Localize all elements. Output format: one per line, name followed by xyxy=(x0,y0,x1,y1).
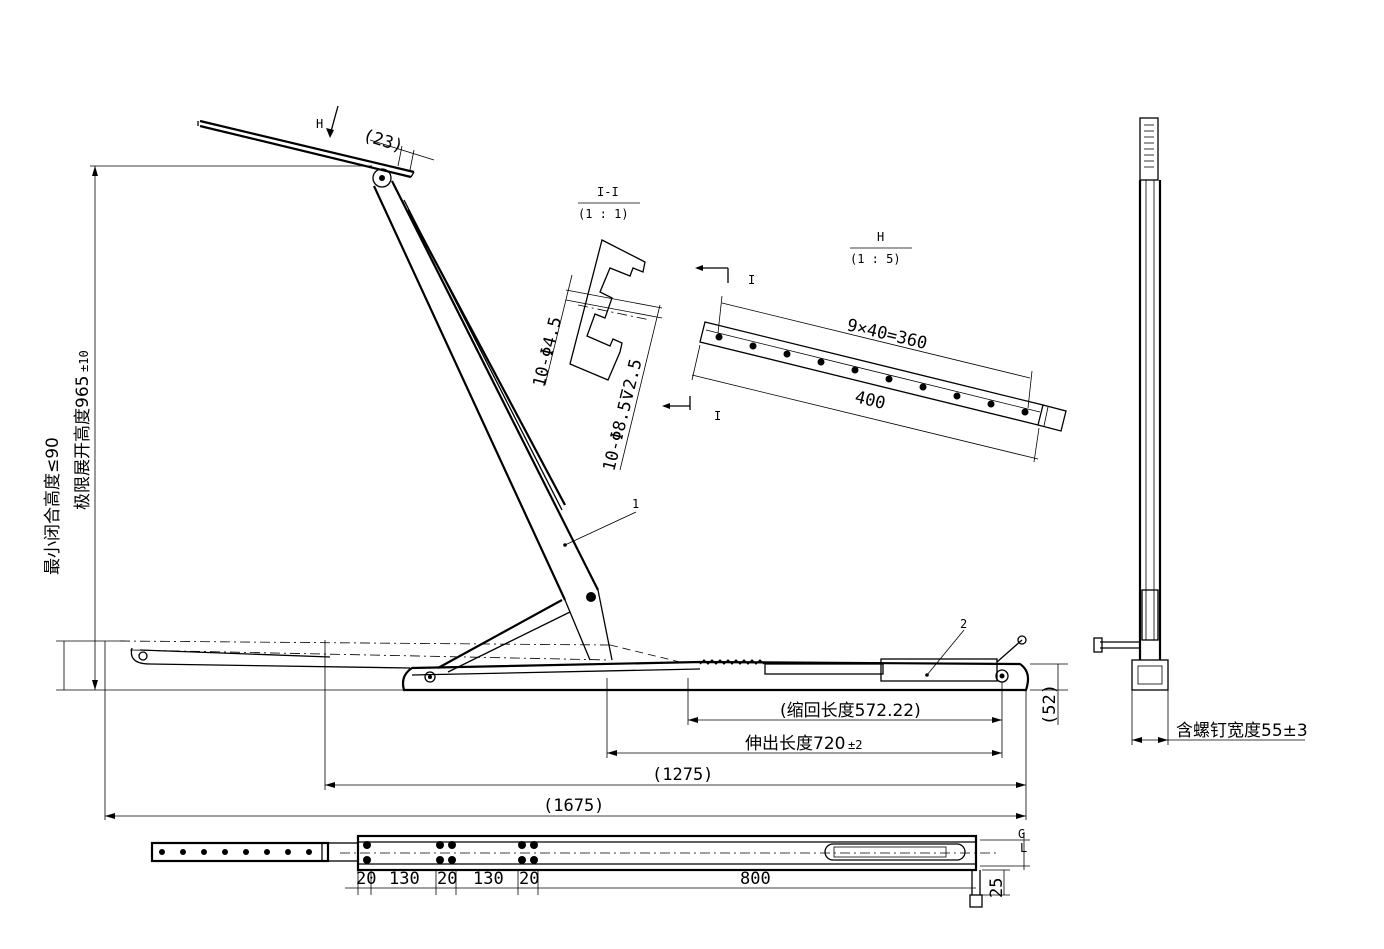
plan-holes xyxy=(159,849,312,855)
dim-130-b: 130 xyxy=(473,869,504,889)
detail-h: H (1 : 5) I I xyxy=(662,230,1067,463)
letter-g: G xyxy=(1018,827,1025,841)
letter-l: L xyxy=(1020,841,1027,855)
min-close-height: 最小闭合高度≤90 xyxy=(43,437,63,575)
extend-length: 伸出长度720 xyxy=(745,734,845,754)
section-mark-bottom: I xyxy=(714,409,721,423)
end-view: 含螺钉宽度55±3 xyxy=(1093,117,1308,745)
hole-small-label: 10-Φ4.5 xyxy=(529,315,566,389)
part-2-label: 2 xyxy=(960,617,967,631)
retract-length: (缩回长度572.22) xyxy=(780,701,921,721)
main-side-view: H (23) 1 xyxy=(43,105,1068,820)
hole-spacing: 9×40=360 xyxy=(845,315,929,354)
detail-holes xyxy=(715,333,1029,416)
height-52: (52) xyxy=(1040,684,1060,725)
hole-large-label: 10-Φ8.5⊽2.5 xyxy=(599,357,646,473)
width-with-screws: 含螺钉宽度55±3 xyxy=(1176,721,1308,741)
dim-20-c: 20 xyxy=(519,869,539,889)
plan-view: G L 25 20 130 20 130 20 800 xyxy=(150,827,1030,908)
length-1675: (1675) xyxy=(543,796,604,816)
section-title: I-I xyxy=(597,185,619,199)
view-h-label: H xyxy=(316,117,323,131)
part-1-label: 1 xyxy=(632,497,639,511)
length-1275: (1275) xyxy=(652,765,713,785)
max-open-height: 极限展开高度965 xyxy=(73,376,93,510)
plan-bolts xyxy=(363,841,538,864)
detail-scale: (1 : 5) xyxy=(850,252,901,266)
section-mark-top: I xyxy=(748,273,755,287)
detail-length: 400 xyxy=(853,387,888,414)
dim-25: 25 xyxy=(987,878,1007,898)
dim-130-a: 130 xyxy=(389,869,420,889)
dim-800: 800 xyxy=(740,869,771,889)
max-open-tolerance: ±10 xyxy=(77,350,91,372)
dim-23: (23) xyxy=(361,126,406,157)
dim-20-a: 20 xyxy=(356,869,376,889)
section-scale: (1 : 1) xyxy=(578,207,629,221)
extend-tolerance: ±2 xyxy=(848,738,862,752)
dim-20-b: 20 xyxy=(437,869,457,889)
section-i-i: I-I (1 : 1) 10-Φ4.5 10-Φ8.5⊽2.5 xyxy=(529,185,663,473)
detail-title: H xyxy=(877,230,884,244)
